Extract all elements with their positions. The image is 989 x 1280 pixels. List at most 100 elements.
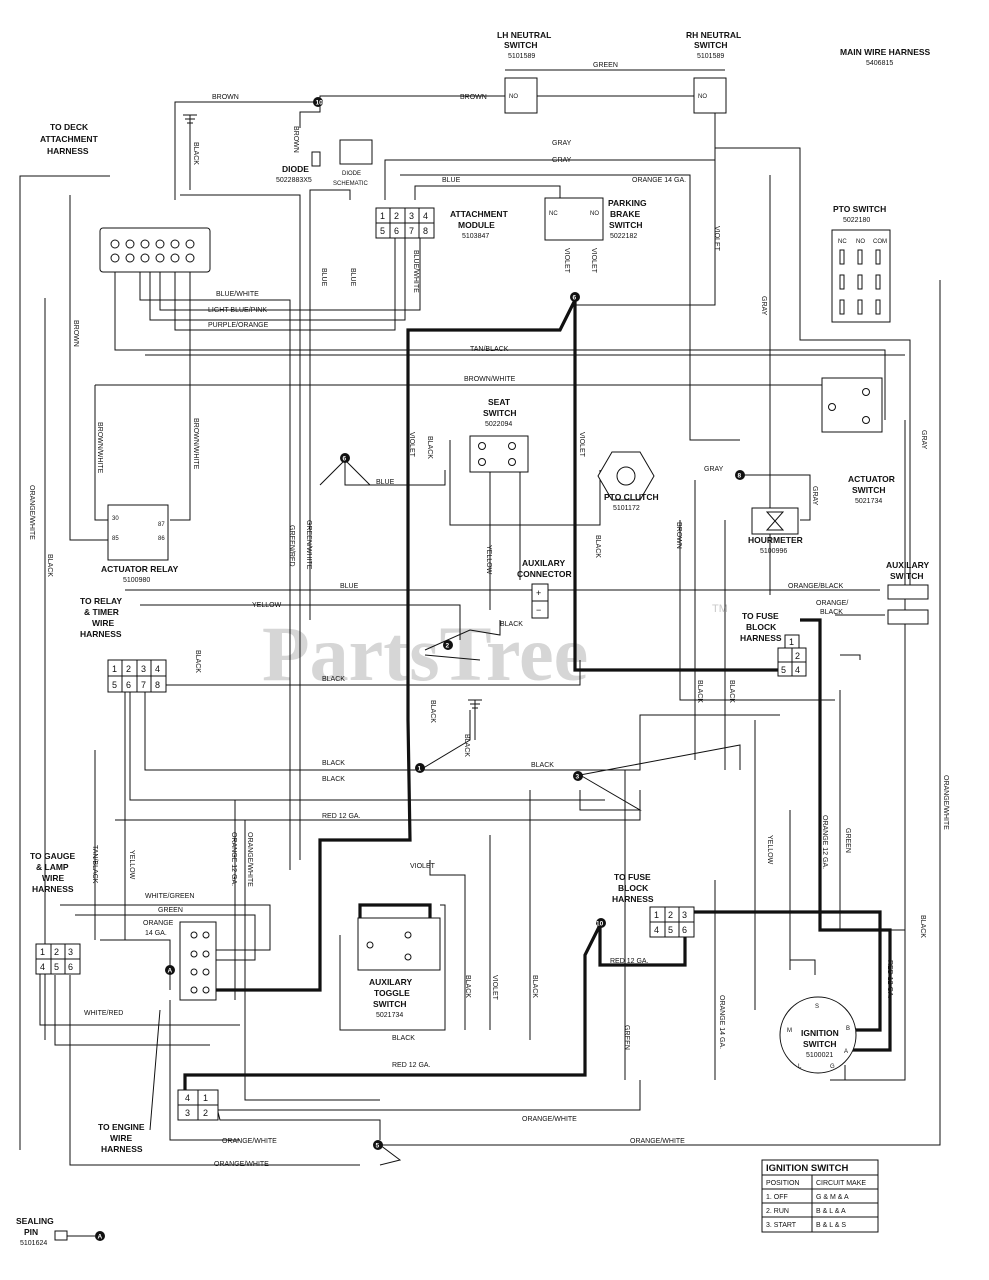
svg-text:87: 87 [158,522,165,528]
svg-text:BLACK: BLACK [594,535,601,558]
svg-text:BROWN: BROWN [292,126,299,153]
svg-text:BLACK: BLACK [919,915,926,938]
svg-text:BROWN: BROWN [675,522,682,549]
svg-text:BLUE: BLUE [349,268,356,287]
svg-text:SEAT: SEAT [488,397,511,407]
svg-text:BLACK: BLACK [820,609,843,616]
svg-text:YELLOW: YELLOW [766,835,773,865]
svg-text:A: A [98,1234,103,1241]
svg-text:5022182: 5022182 [610,233,637,240]
svg-text:+: + [536,588,541,598]
svg-text:DIODE: DIODE [342,171,361,177]
svg-text:3: 3 [409,211,414,221]
svg-text:SWITCH: SWITCH [504,40,538,50]
svg-text:TO FUSE: TO FUSE [614,872,651,882]
svg-text:6: 6 [682,925,687,935]
svg-text:ORANGE/: ORANGE/ [816,600,848,607]
svg-text:RED 12 GA.: RED 12 GA. [886,960,893,999]
svg-text:8: 8 [155,680,160,690]
svg-text:TO GAUGE: TO GAUGE [30,851,76,861]
svg-text:1: 1 [380,211,385,221]
trademark: TM [712,603,728,615]
svg-text:SWITCH: SWITCH [803,1039,837,1049]
svg-text:AUXILARY: AUXILARY [522,558,565,568]
svg-text:VIOLET: VIOLET [590,248,597,274]
svg-text:BLACK: BLACK [194,650,201,673]
node-4 [570,292,580,302]
svg-text:NO: NO [590,211,599,217]
svg-text:3: 3 [682,910,687,920]
table-cell: B & L & S [816,1222,846,1229]
svg-text:BLACK: BLACK [46,554,53,577]
svg-text:GRAY: GRAY [760,296,767,316]
svg-text:NC: NC [549,211,558,217]
svg-text:2: 2 [54,947,59,957]
svg-text:BLACK: BLACK [531,762,554,769]
svg-text:S: S [815,1004,819,1010]
svg-text:YELLOW: YELLOW [252,602,282,609]
svg-text:BRAKE: BRAKE [610,209,641,219]
svg-text:SEALING: SEALING [16,1216,54,1226]
svg-text:2: 2 [126,664,131,674]
svg-text:2: 2 [394,211,399,221]
svg-text:2: 2 [446,643,450,650]
svg-text:5103847: 5103847 [462,233,489,240]
table-header-position: POSITION [766,1180,799,1187]
svg-text:PARKING: PARKING [608,198,647,208]
svg-text:3: 3 [576,774,580,781]
svg-text:ORANGE 14 GA.: ORANGE 14 GA. [632,177,686,184]
key-connector-block: A [165,921,217,1001]
svg-text:BROWN/WHITE: BROWN/WHITE [464,376,516,383]
svg-text:5100021: 5100021 [806,1052,833,1059]
svg-text:TAN/BLACK: TAN/BLACK [470,346,509,353]
gauge-lamp-harness: TO GAUGE & LAMP WIRE HARNESS 1 2 3 4 5 6 [30,851,81,975]
svg-text:NO: NO [856,239,865,245]
auxiliary-connector: AUXILARY CONNECTOR + − [517,558,572,619]
svg-text:ORANGE/WHITE: ORANGE/WHITE [630,1138,685,1145]
svg-text:BLOCK: BLOCK [618,883,649,893]
thin-wires [19,69,941,1166]
svg-text:1: 1 [112,664,117,674]
svg-text:ORANGE/WHITE: ORANGE/WHITE [28,485,35,540]
table-cell: 3. START [766,1222,797,1229]
svg-text:BLACK: BLACK [728,680,735,703]
svg-text:ORANGE: ORANGE [143,920,174,927]
ignition-switch: S M B A L G IGNITION SWITCH 5100021 [779,996,857,1074]
svg-text:3: 3 [68,947,73,957]
attachment-module: 1 2 3 4 5 6 7 8 ATTACHMENT MODULE 510384… [375,207,509,240]
node-5 [373,1140,383,1150]
svg-text:BLUE/WHITE: BLUE/WHITE [412,250,419,293]
svg-text:BLACK: BLACK [392,1035,415,1042]
svg-text:2: 2 [668,910,673,920]
svg-text:BLUE: BLUE [320,268,327,287]
svg-text:SCHEMATIC: SCHEMATIC [333,181,369,187]
svg-text:GRAY: GRAY [552,157,572,164]
svg-text:5: 5 [380,226,385,236]
svg-text:B: B [846,1026,850,1032]
svg-text:BROWN: BROWN [72,320,79,347]
svg-text:NC: NC [838,239,847,245]
svg-text:5100996: 5100996 [760,548,787,555]
svg-text:GREEN/RED: GREEN/RED [288,525,295,567]
svg-text:4: 4 [40,962,45,972]
svg-text:ORANGE 12 GA.: ORANGE 12 GA. [821,815,828,869]
auxiliary-toggle-switch: AUXILARY TOGGLE SWITCH 5021734 [357,917,441,1019]
svg-text:3: 3 [185,1108,190,1118]
table-cell: G & M & A [816,1194,849,1201]
hourmeter: HOURMETER 5100996 [748,507,803,555]
svg-text:1: 1 [418,766,422,773]
actuator-switch: ACTUATOR SWITCH 5021734 [821,377,895,505]
svg-text:3: 3 [141,664,146,674]
svg-text:GREEN: GREEN [593,62,618,69]
rh-neutral-switch: RH NEUTRAL SWITCH 5101589 NO [686,30,741,114]
svg-text:ORANGE/WHITE: ORANGE/WHITE [222,1138,277,1145]
svg-text:7: 7 [141,680,146,690]
svg-text:BLACK: BLACK [500,621,523,628]
svg-text:1: 1 [654,910,659,920]
vertical-wire-labels: BLACK BROWN BLUE BLUE BLUE/WHITE VIOLET … [28,126,949,1050]
svg-text:BLACK: BLACK [463,734,470,757]
svg-text:BLACK: BLACK [322,760,345,767]
svg-text:6: 6 [573,295,577,302]
svg-text:YELLOW: YELLOW [128,850,135,880]
svg-text:BLACK: BLACK [464,975,471,998]
